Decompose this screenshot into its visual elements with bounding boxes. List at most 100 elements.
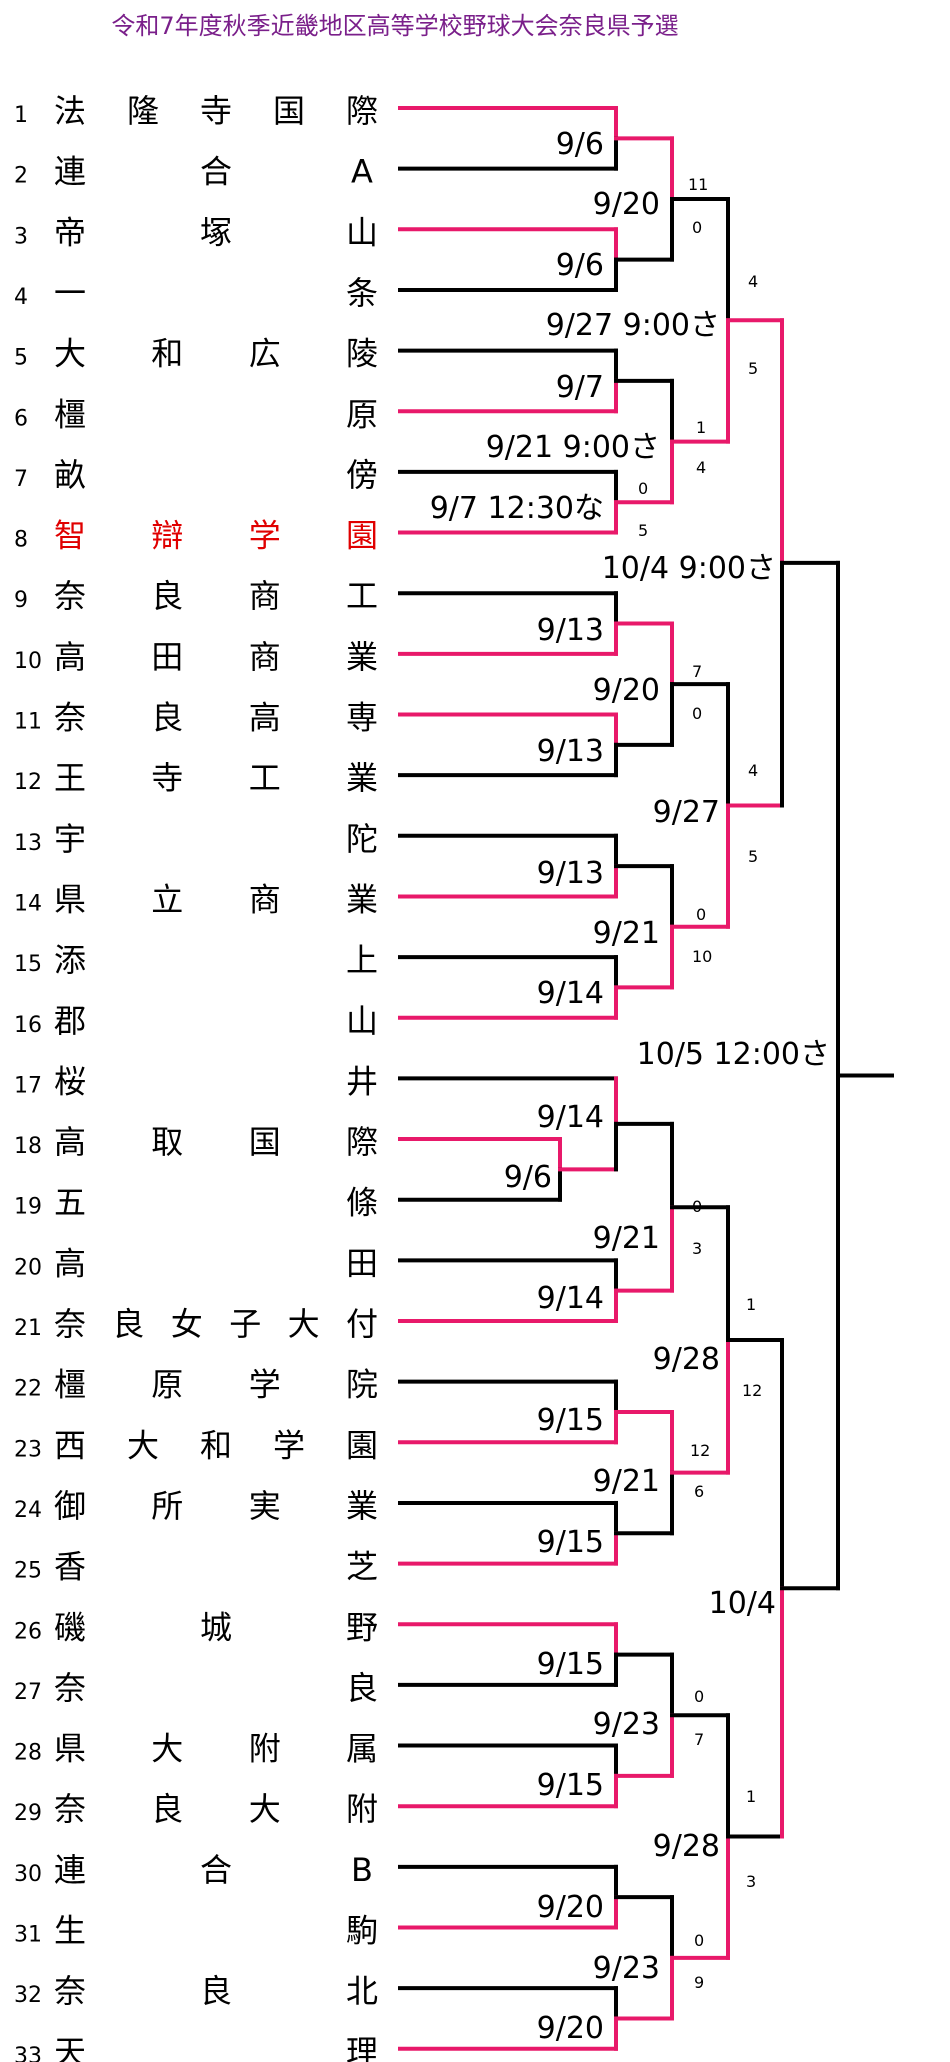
team-name-char: 県 [54,880,86,918]
match-score: 0 [694,1931,704,1950]
seed-number: 3 [14,224,28,249]
match-date: 9/15 [537,1647,604,1682]
team-name-char: 御 [54,1487,86,1525]
seed-number: 27 [14,1680,42,1705]
team-name-char: 専 [346,699,378,737]
team-name-char: 駒 [346,1912,378,1950]
team-name-char: 畝 [54,456,86,494]
team-name-char: 際 [346,92,378,130]
seed-number: 28 [14,1741,42,1766]
match-date: 9/6 [556,127,604,162]
team-name-char: 良 [151,1790,183,1828]
team-name-char: 大 [249,1790,281,1828]
team-name-char: 工 [346,577,378,615]
team-name-char: 磯 [54,1608,86,1646]
team-name-char: 西 [54,1426,86,1464]
match-date: 9/14 [537,1100,604,1135]
match-date: 9/23 [593,1707,660,1742]
seed-number: 26 [14,1619,42,1644]
match-date: 9/15 [537,1403,604,1438]
match-score: 7 [692,662,702,681]
team-name-char: 良 [346,1669,378,1707]
seed-number: 33 [14,2044,42,2062]
team-name-char: 高 [54,1123,86,1161]
match-date: 9/7 12:30な [430,491,604,526]
seed-number: 7 [14,467,28,492]
match-score: 0 [692,218,702,237]
seed-number: 11 [14,710,42,735]
team-name-char: 橿 [54,1366,86,1404]
team-name-char: 奈 [54,577,86,615]
match-score: 1 [746,1295,756,1314]
seed-number: 1 [14,103,28,128]
match-score: 4 [748,761,758,780]
match-score: 0 [638,479,648,498]
team-name-char: 連 [54,153,86,191]
match-date: 10/4 9:00さ [602,551,776,586]
team-name-char: 香 [54,1548,86,1586]
team-name-char: 国 [249,1123,281,1161]
team-name-char: 子 [229,1305,261,1343]
team-name-char: 郡 [54,1002,86,1040]
team-name-char: 寺 [151,759,183,797]
match-score: 0 [696,905,706,924]
seed-number: 23 [14,1437,42,1462]
team-name-char: 業 [346,1487,378,1525]
team-name-char: 和 [151,335,183,373]
team-row: 7 畝 傍 [14,456,378,494]
team-name-char: 陀 [346,820,378,858]
team-name-char: 傍 [346,456,378,494]
team-name-char: 山 [346,1002,378,1040]
team-name-char: 隆 [127,92,159,130]
team-name-char: 大 [151,1730,183,1768]
team-name-char: 山 [346,213,378,251]
seed-number: 4 [14,285,28,310]
match-score: 4 [696,458,706,477]
team-name-char: 桜 [54,1062,86,1100]
seed-number: 13 [14,831,42,856]
match-date: 9/13 [537,734,604,769]
match-date: 9/15 [537,1525,604,1560]
team-name-char: 良 [200,1972,232,2010]
seed-number: 5 [14,346,28,371]
match-score: 3 [746,1872,756,1891]
seed-number: 20 [14,1255,42,1280]
team-name-char: 実 [249,1487,281,1525]
seed-number: 21 [14,1316,42,1341]
team-name-char: 女 [171,1305,203,1343]
seed-number: 25 [14,1559,42,1584]
team-name-char: 商 [249,880,281,918]
seed-number: 8 [14,528,28,553]
team-name-char: 橿 [54,395,86,433]
match-date: 10/4 [709,1586,776,1621]
team-name-char: 王 [54,759,86,797]
seed-number: 31 [14,1923,42,1948]
team-name-char: 商 [249,638,281,676]
team-name-char: 帝 [54,213,86,251]
match-score: 9 [694,1973,704,1992]
match-score: 3 [692,1239,702,1258]
team-name-char: 県 [54,1730,86,1768]
team-name-char: 工 [249,759,281,797]
team-name-char: 所 [151,1487,183,1525]
seed-number: 17 [14,1073,42,1098]
seed-number: 16 [14,1013,42,1038]
seed-number: 32 [14,1983,42,2008]
team-name-char: 城 [200,1608,232,1646]
team-name-char: 田 [151,638,183,676]
team-name-char: 園 [346,517,378,555]
seed-number: 10 [14,649,42,674]
match-score: 7 [694,1730,704,1749]
team-name-char: 奈 [54,1972,86,2010]
